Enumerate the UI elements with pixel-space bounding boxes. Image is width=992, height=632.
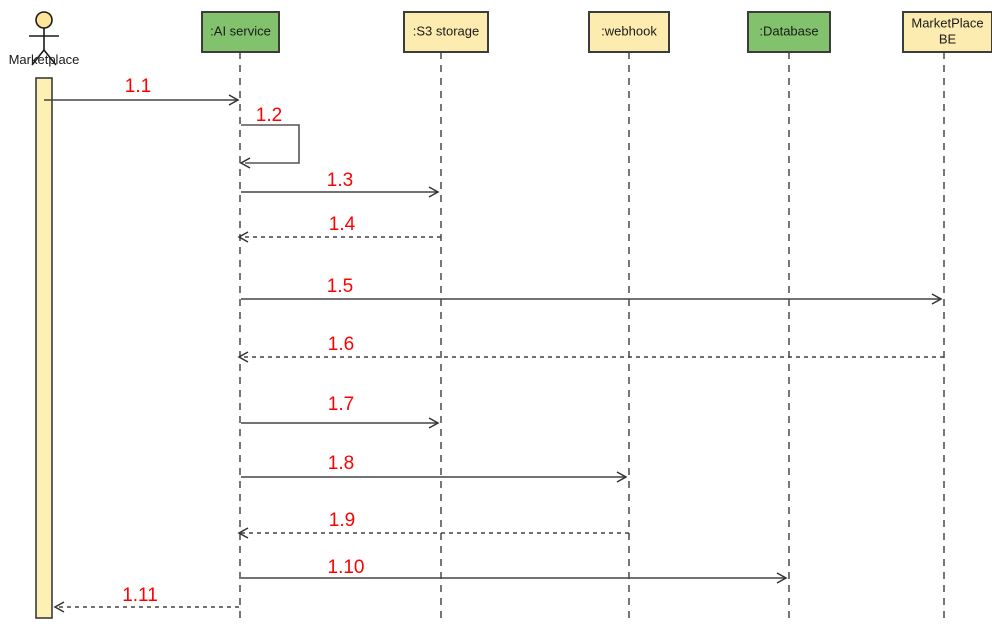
participant-label-database: :Database	[759, 23, 818, 38]
lifelines-layer	[239, 52, 945, 622]
message-1-10-arrowhead	[776, 572, 788, 584]
message-1-4-label: 1.4	[329, 214, 356, 235]
message-1-11[interactable]	[53, 601, 239, 613]
message-1-6-label: 1.6	[328, 334, 354, 355]
message-1-9-arrowhead	[237, 527, 249, 539]
message-1-2[interactable]	[239, 124, 300, 169]
message-1-9-label: 1.9	[329, 510, 355, 531]
participant-rect-marketplace-be	[902, 11, 992, 53]
actor-leg-left-icon	[31, 49, 45, 66]
message-1-7-arrowhead	[428, 417, 440, 429]
message-1-5-label: 1.5	[327, 276, 353, 297]
participant-rect-database	[747, 11, 831, 53]
message-1-8-arrowhead	[616, 471, 628, 483]
activations-layer	[35, 77, 53, 619]
message-1-11-arrowhead	[53, 601, 65, 613]
participant-box-ai-service[interactable]: :AI service	[201, 11, 280, 53]
message-1-7-label: 1.7	[328, 394, 354, 415]
message-1-9[interactable]	[237, 527, 629, 539]
actor-leg-right-icon	[43, 49, 57, 66]
message-1-11-label: 1.11	[122, 585, 158, 606]
actor-label-marketplace: Marketplace	[9, 52, 80, 67]
actor-layer: Marketplace	[9, 11, 80, 67]
message-1-3-label: 1.3	[327, 170, 353, 191]
message-1-2-arrowhead	[239, 157, 251, 169]
message-1-1-label: 1.1	[125, 76, 151, 97]
message-1-4[interactable]	[237, 231, 441, 243]
participant-rect-s3-storage	[403, 11, 489, 53]
participant-box-s3-storage[interactable]: :S3 storage	[403, 11, 489, 53]
messages-layer	[44, 94, 944, 613]
message-1-5-arrowhead	[931, 293, 943, 305]
participant-box-database[interactable]: :Database	[747, 11, 831, 53]
participant-label-ai-service: :AI service	[210, 23, 271, 38]
message-1-6-arrowhead	[237, 351, 249, 363]
message-1-4-arrowhead	[237, 231, 249, 243]
activation-bar-marketplace	[35, 77, 53, 619]
actor-figure-marketplace[interactable]: Marketplace	[9, 11, 80, 67]
participant-box-webhook[interactable]: :webhook	[588, 11, 670, 53]
actor-head-icon	[35, 11, 53, 29]
message-1-3-arrowhead	[428, 186, 440, 198]
message-1-2-path	[241, 124, 300, 164]
message-1-3[interactable]	[241, 186, 440, 198]
message-1-10[interactable]	[241, 572, 788, 584]
message-1-10-label: 1.10	[328, 557, 365, 578]
participant-label-marketplace-be: MarketPlace	[911, 15, 983, 30]
message-labels-layer: 1.1 1.2 1.3 1.4 1.5 1.6 1.7 1.8 1.9 1.10 1.11	[122, 76, 364, 606]
participant-rect-ai-service	[201, 11, 280, 53]
message-1-7[interactable]	[241, 417, 440, 429]
message-1-1-arrowhead	[228, 94, 240, 106]
participant-label-webhook: :webhook	[601, 23, 657, 38]
message-1-2-label: 1.2	[256, 105, 282, 126]
participant-label-marketplace-be: BE	[939, 31, 957, 46]
message-1-5[interactable]	[241, 293, 943, 305]
message-1-8[interactable]	[241, 471, 628, 483]
participant-rect-webhook	[588, 11, 670, 53]
participant-boxes-layer: :AI service :S3 storage :webhook :Database M…	[201, 11, 992, 53]
message-1-8-label: 1.8	[328, 453, 354, 474]
message-1-6[interactable]	[237, 351, 944, 363]
participant-label-s3-storage: :S3 storage	[413, 23, 480, 38]
message-1-1[interactable]	[44, 94, 240, 106]
